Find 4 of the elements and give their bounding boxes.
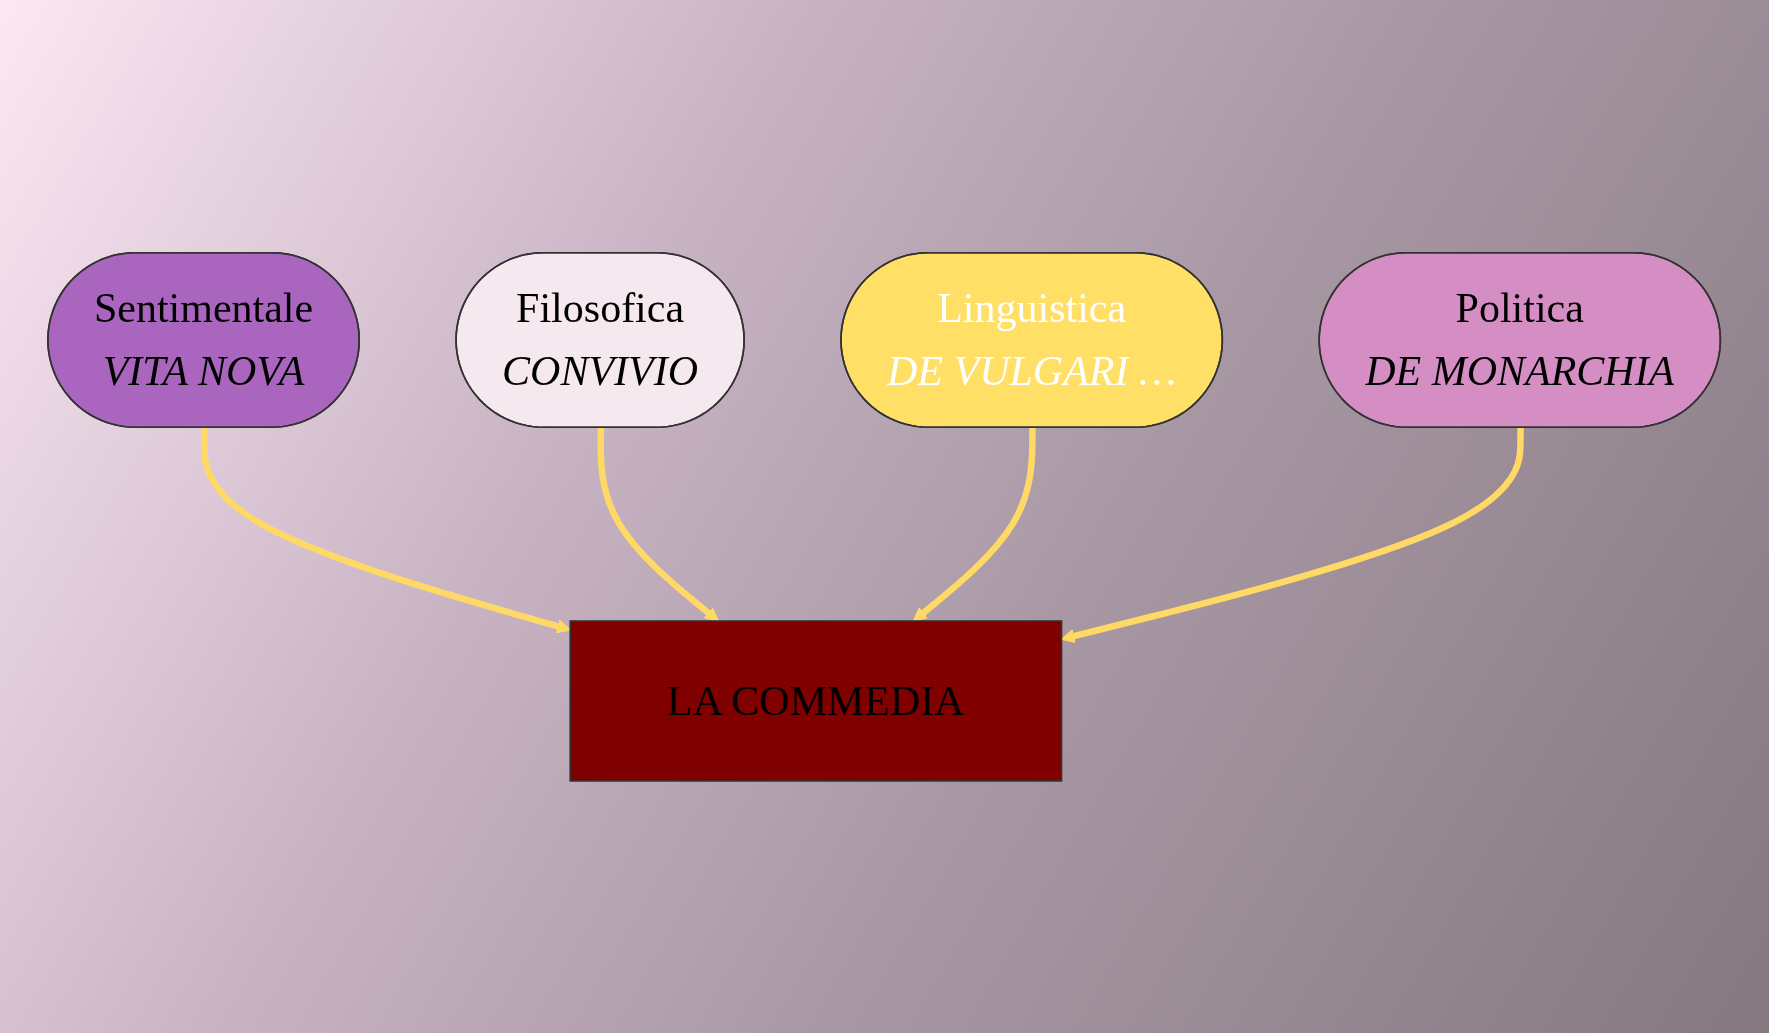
arrow xyxy=(913,427,1037,622)
arrow xyxy=(1061,427,1525,643)
node-box: LA COMMEDIA xyxy=(569,619,1063,782)
arrow xyxy=(597,427,720,622)
